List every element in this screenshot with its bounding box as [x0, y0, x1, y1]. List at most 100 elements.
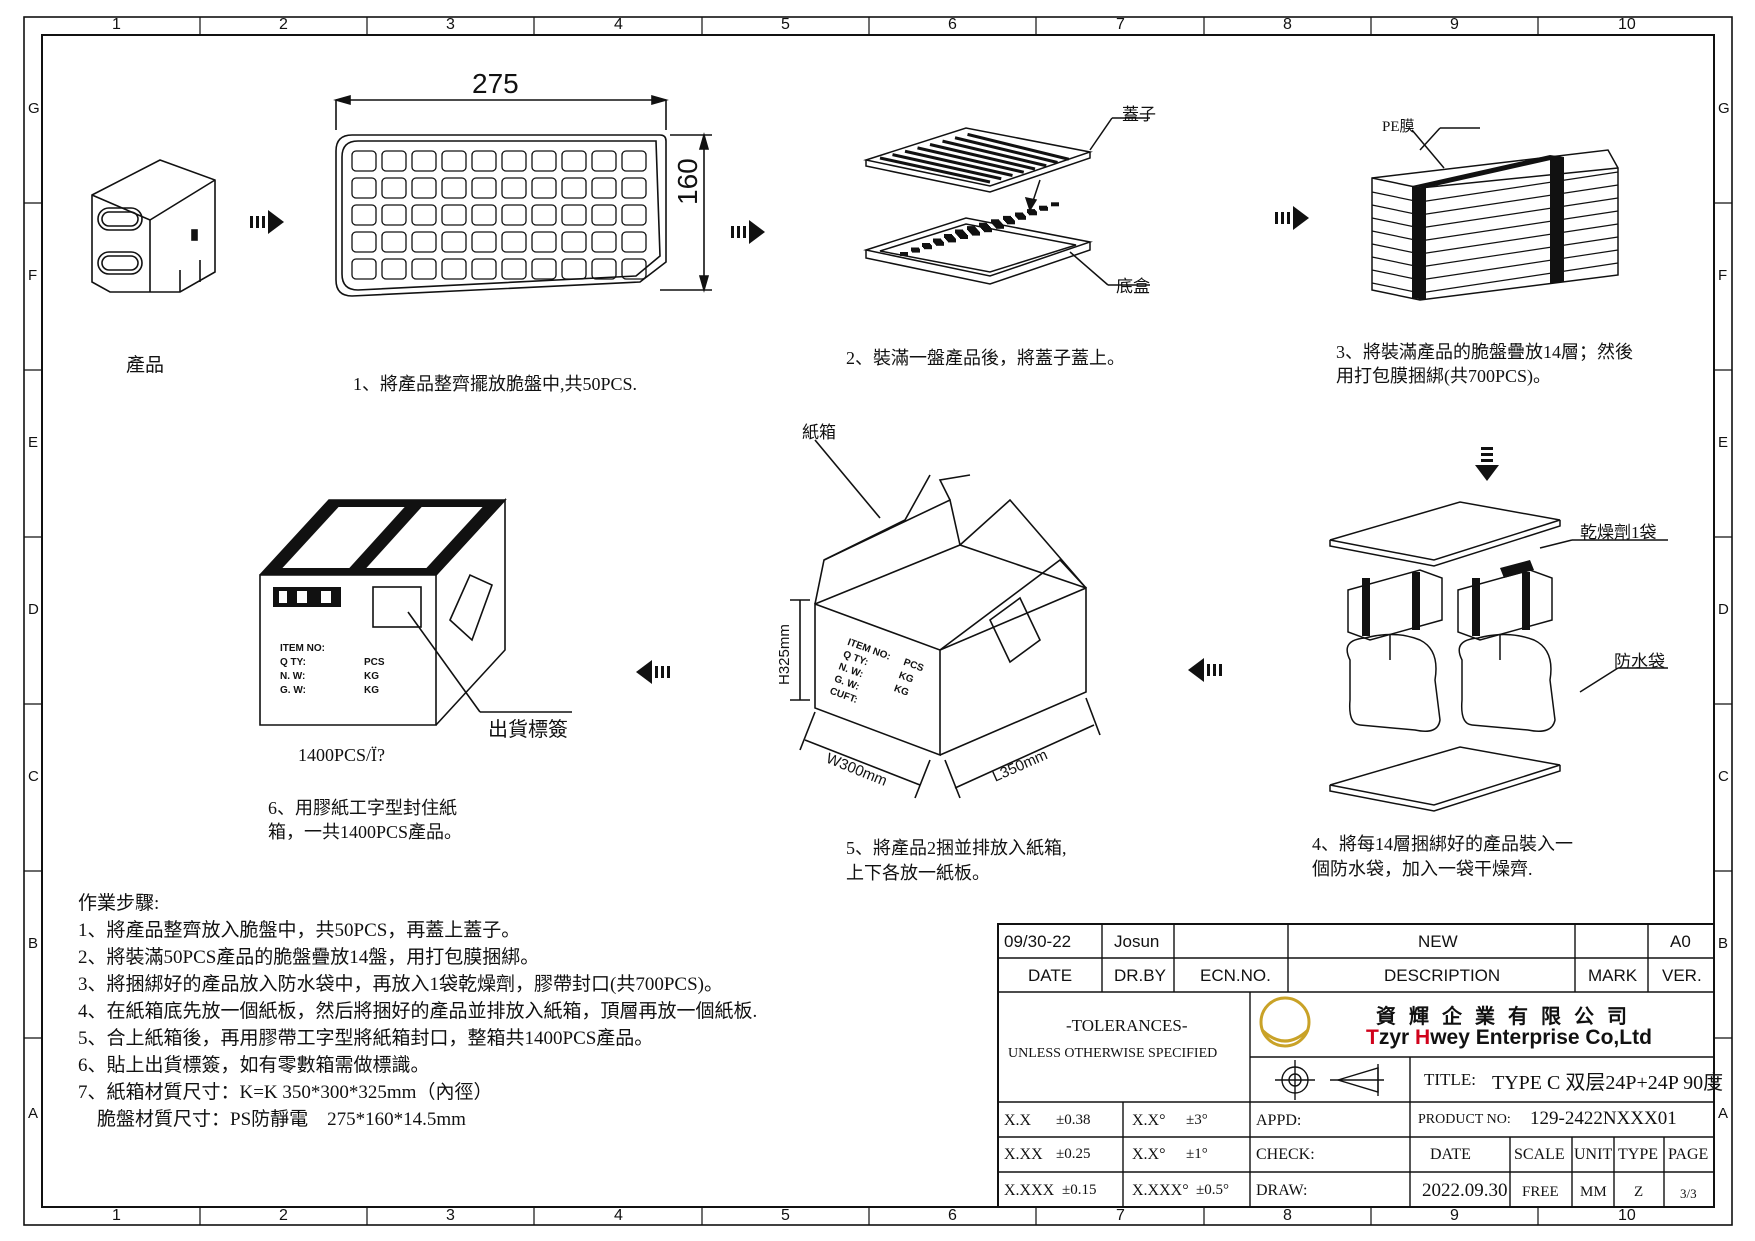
- carton-closed-nw: N. W:: [280, 671, 306, 682]
- lid-stripe: [954, 136, 1058, 164]
- lid-and-base: [863, 117, 1150, 286]
- tray-cell: [501, 258, 527, 280]
- lid-stripe: [942, 139, 1047, 168]
- tray-cell: [351, 204, 377, 226]
- tray-cell: [381, 204, 407, 226]
- tray-height-dim: 160: [672, 158, 703, 205]
- zone-col-label: 2: [279, 16, 288, 33]
- hdr-version: VER.: [1662, 966, 1702, 985]
- carton-closed-qty: Q TY:: [280, 657, 306, 668]
- lid-stripe: [929, 143, 1036, 171]
- zone-col-label: 3: [446, 16, 455, 33]
- tray-cell: [561, 204, 587, 226]
- outer-frame: [23, 16, 1733, 1226]
- zone-row-label: D: [28, 601, 39, 618]
- procedure-line: 脆盤材質尺寸：PS防靜電 275*160*14.5mm: [78, 1109, 466, 1130]
- procedure-line: 7、紙箱材質尺寸：K=K 350*300*325mm（內徑）: [78, 1082, 493, 1103]
- check-label: CHECK:: [1256, 1146, 1315, 1163]
- unit-value: MM: [1580, 1184, 1607, 1200]
- tray-cell: [471, 258, 497, 280]
- tol-angle1-value: ±3°: [1186, 1112, 1208, 1128]
- zone-col-label: 4: [614, 1207, 623, 1224]
- carton-closed-text: ITEM NO: Q TY: N. W: G. W:: [280, 642, 325, 698]
- company-name-en: Tzyr Hwey Enterprise Co,Ltd: [1366, 1026, 1652, 1050]
- tol-angle3: X.XXX°: [1132, 1182, 1189, 1199]
- logo-mark: T.H: [1274, 1014, 1294, 1029]
- draw-label: DRAW:: [1256, 1182, 1308, 1199]
- hdr-ecn: ECN.NO.: [1200, 966, 1271, 985]
- title-block-lines: [997, 923, 1715, 1208]
- tray-stack: [1371, 127, 1619, 301]
- tray-cell: [591, 231, 617, 253]
- base-cell: [1039, 205, 1047, 210]
- zone-row-label: C: [1718, 768, 1729, 785]
- tolerances-subtitle: UNLESS OTHERWISE SPECIFIED: [1008, 1046, 1218, 1061]
- zone-row-label: G: [1718, 100, 1730, 117]
- tray-cell: [561, 150, 587, 172]
- tray-cell: [441, 231, 467, 253]
- base-cell: [911, 247, 919, 252]
- procedure-block: 作業步驟: 1、將產品整齊放入脆盤中，共50PCS，再蓋上蓋子。 2、將裝滿50…: [78, 890, 757, 1133]
- tray-cell: [441, 204, 467, 226]
- tol-xx-value: ±0.25: [1056, 1146, 1091, 1162]
- open-carton: [790, 439, 1101, 799]
- tray-cell: [591, 258, 617, 280]
- tray-cell: [591, 177, 617, 199]
- zone-col-label: 10: [1618, 16, 1636, 33]
- tray-cell: [381, 231, 407, 253]
- approved-label: APPD:: [1256, 1112, 1302, 1129]
- tray-cell: [621, 177, 647, 199]
- carton-closed-unit-kg1: KG: [364, 671, 379, 682]
- tray-cell: [471, 177, 497, 199]
- tray-cell: [501, 231, 527, 253]
- lid-stripe: [967, 132, 1070, 161]
- lid-label: 蓋子: [1122, 105, 1156, 124]
- step1-caption: 1、將產品整齊擺放脆盤中,共50PCS.: [353, 374, 638, 394]
- zone-row-label: E: [1718, 434, 1729, 451]
- carton-closed-unit-kg2: KG: [364, 685, 379, 696]
- tol-angle3-value: ±0.5°: [1196, 1182, 1229, 1198]
- zone-row-label: B: [1718, 935, 1729, 952]
- product-label: 產品: [126, 355, 165, 376]
- base-cell: [900, 252, 908, 256]
- step5-caption-line1: 5、將產品2捆並排放入紙箱,: [846, 838, 1067, 858]
- hdr-description: DESCRIPTION: [1384, 966, 1501, 985]
- procedure-heading: 作業步驟:: [78, 893, 160, 914]
- hdr-mark: MARK: [1588, 966, 1638, 985]
- tray-cell: [561, 177, 587, 199]
- base-cell: [1027, 209, 1035, 214]
- zone-col-label: 10: [1618, 1207, 1636, 1224]
- tray-cell: [561, 231, 587, 253]
- step6-caption-line1: 6、用膠紙工字型封住紙: [268, 798, 457, 818]
- tray-cell: [621, 258, 647, 280]
- tray-cell: [381, 177, 407, 199]
- zone-col-label: 1: [112, 16, 121, 33]
- tray-cell: [531, 150, 557, 172]
- zone-row-label: E: [28, 434, 39, 451]
- tol-angle2-value: ±1°: [1186, 1146, 1208, 1162]
- lid-stripes: [879, 132, 1070, 184]
- rev-version: A0: [1670, 932, 1691, 951]
- base-cells: [900, 202, 1059, 256]
- procedure-line: 5、合上紙箱後，再用膠帶工字型將紙箱封口，整箱共1400PCS產品。: [78, 1028, 654, 1049]
- company-initial-t: T: [1366, 1026, 1379, 1049]
- tray-cell: [351, 231, 377, 253]
- product-connector: [91, 159, 216, 293]
- zone-col-label: 8: [1283, 1207, 1292, 1224]
- tray-cell: [471, 204, 497, 226]
- zone-col-label: 4: [614, 16, 623, 33]
- procedure-line: 3、將捆綁好的產品放入防水袋中，再放入1袋乾燥劑，膠帶封口(共700PCS)。: [78, 974, 723, 995]
- tray-cell: [351, 258, 377, 280]
- hdr-date: DATE: [1028, 966, 1073, 985]
- procedure-line: 4、在紙箱底先放一個紙板，然后將捆好的產品並排放入紙箱，頂層再放一個紙板.: [78, 1001, 758, 1022]
- date-value: 2022.09.30: [1422, 1180, 1508, 1201]
- tray-cell: [411, 177, 437, 199]
- zone-col-label: 6: [948, 16, 957, 33]
- tray-cell: [501, 177, 527, 199]
- flow-arrows: [250, 206, 1499, 684]
- zone-col-label: 1: [112, 1207, 121, 1224]
- base-cell: [922, 243, 930, 247]
- desiccant-label: 乾燥劑1袋: [1580, 523, 1657, 542]
- tol-xxx-value: ±0.15: [1062, 1182, 1097, 1198]
- zone-col-label: 5: [781, 1207, 790, 1224]
